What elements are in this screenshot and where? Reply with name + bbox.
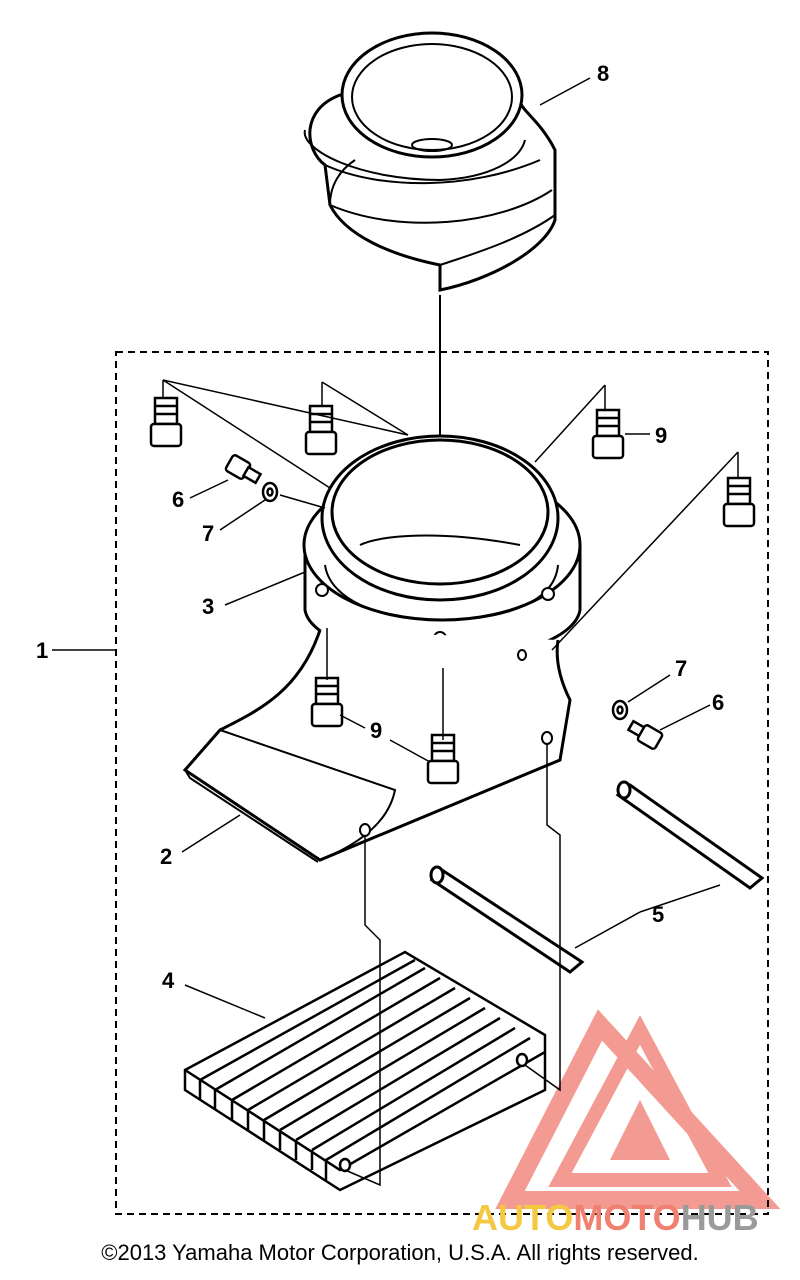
assembly-boundary xyxy=(115,351,769,1215)
watermark-hub: HUB xyxy=(681,1197,759,1238)
part-pins xyxy=(429,780,765,974)
watermark-auto: AUTO xyxy=(472,1197,573,1238)
part-grate xyxy=(183,950,547,1192)
part-intake-body xyxy=(182,629,572,863)
watermark-logo xyxy=(495,1009,781,1209)
bolt-icon xyxy=(310,676,344,728)
watermark-moto: MOTO xyxy=(573,1197,680,1238)
copyright-footer: ©2013 Yamaha Motor Corporation, U.S.A. A… xyxy=(101,1240,699,1265)
screws-washers xyxy=(224,454,664,750)
callout-4: 4 xyxy=(162,968,175,993)
callout-7-left: 7 xyxy=(202,521,214,546)
bolt-icon xyxy=(149,396,183,448)
part-duct-ring xyxy=(302,434,582,664)
part-impeller xyxy=(303,31,557,292)
bolt-icon xyxy=(426,733,460,785)
bolt-icon xyxy=(722,476,756,528)
callout-1: 1 xyxy=(36,638,48,663)
callout-2: 2 xyxy=(160,844,172,869)
callout-3: 3 xyxy=(202,594,214,619)
bolt-icon xyxy=(591,408,625,460)
callout-8: 8 xyxy=(597,61,609,86)
callout-6-right: 6 xyxy=(712,690,724,715)
leader-lines xyxy=(52,77,739,1019)
callout-9-lower: 9 xyxy=(370,718,382,743)
watermark-text: AUTOMOTOHUB xyxy=(472,1197,759,1238)
callout-7-right: 7 xyxy=(675,656,687,681)
callout-9-upper: 9 xyxy=(655,423,667,448)
pin-guide-lines xyxy=(344,744,561,1187)
callout-6-left: 6 xyxy=(172,487,184,512)
callout-5: 5 xyxy=(652,902,664,927)
bolts xyxy=(149,396,756,785)
